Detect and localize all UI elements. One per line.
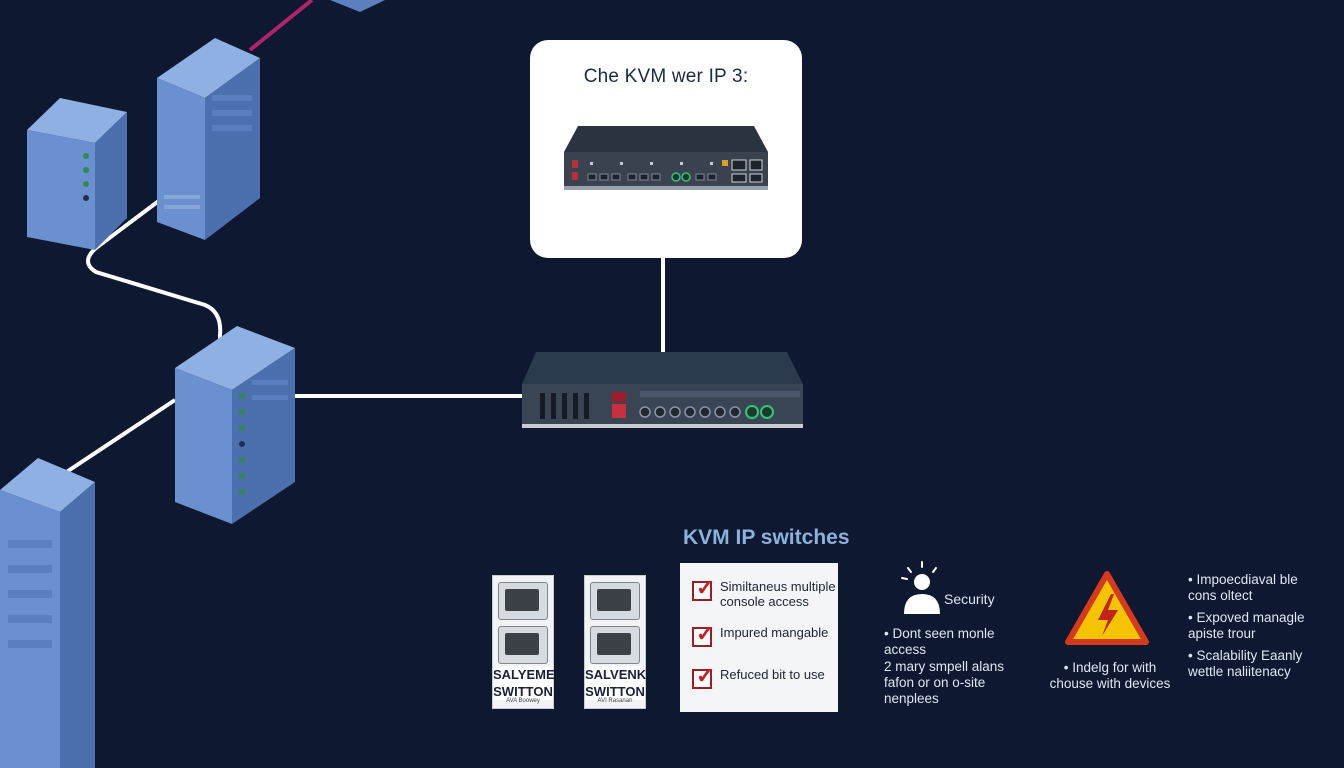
kvm-switch-icon — [564, 126, 768, 190]
server-rack-icon — [175, 326, 295, 524]
device-name: SALYEME SWITTON — [493, 666, 555, 700]
cable-lower — [60, 398, 177, 477]
server-rack-icon — [330, 0, 385, 12]
device-card: SALYEME SWITTON AVA Boowey — [492, 575, 555, 709]
benefit-item: • Impoecdiaval ble cons oltect — [1188, 572, 1298, 603]
security-label: Security — [944, 591, 995, 607]
checkbox-icon: ✓ — [692, 577, 714, 601]
benefit-item: • Expoved managle apiste trour — [1188, 610, 1305, 641]
warning-list: • Indelg for with chouse with devices — [1046, 660, 1174, 692]
warning-icon — [1065, 571, 1149, 645]
cable-accent — [248, 0, 314, 52]
checklist-text: Impured mangable — [720, 625, 829, 640]
benefits-list: • Impoecdiaval ble cons oltect • Expoved… — [1188, 572, 1338, 680]
benefit-item: • Scalability Eaanly wettle naliitenacy — [1188, 648, 1303, 679]
server-rack-icon — [0, 458, 95, 768]
checklist-text: Similtaneus multiple console access — [720, 579, 836, 609]
person-icon — [901, 561, 940, 614]
security-list: • Dont seen monle access 2 mary smpell a… — [884, 626, 1004, 707]
warning-item: • Indelg for with chouse with devices — [1049, 660, 1171, 691]
device-callout: Che KVM wer IP 3: — [530, 40, 802, 258]
device-name: SALVENK SWITTON — [585, 666, 647, 700]
device-card: SALVENK SWITTON AVI Rasanan — [584, 575, 646, 709]
device-subtitle: AVA Boowey — [506, 698, 540, 704]
security-item: • Dont seen monle access — [884, 626, 995, 657]
checklist-text: Refuced bit to use — [720, 667, 825, 682]
checkbox-icon: ✓ — [692, 665, 714, 689]
server-rack-icon — [157, 38, 260, 240]
section-title: KVM IP switches — [683, 526, 850, 549]
monitor-icon — [590, 582, 640, 620]
server-rack-icon — [27, 98, 127, 250]
feature-checklist: ✓ Similtaneus multiple console access ✓ … — [680, 563, 838, 712]
monitor-icon — [498, 582, 548, 620]
kvm-switch-icon — [522, 352, 803, 428]
console-icon — [498, 626, 548, 664]
security-item: 2 mary smpell alans fafon or on o-site n… — [884, 659, 1005, 706]
device-subtitle: AVI Rasanan — [597, 698, 633, 704]
callout-title: Che KVM wer IP 3: — [583, 66, 749, 87]
cable-server-chain — [86, 198, 223, 347]
checkbox-icon: ✓ — [692, 623, 714, 647]
console-icon — [590, 626, 640, 664]
